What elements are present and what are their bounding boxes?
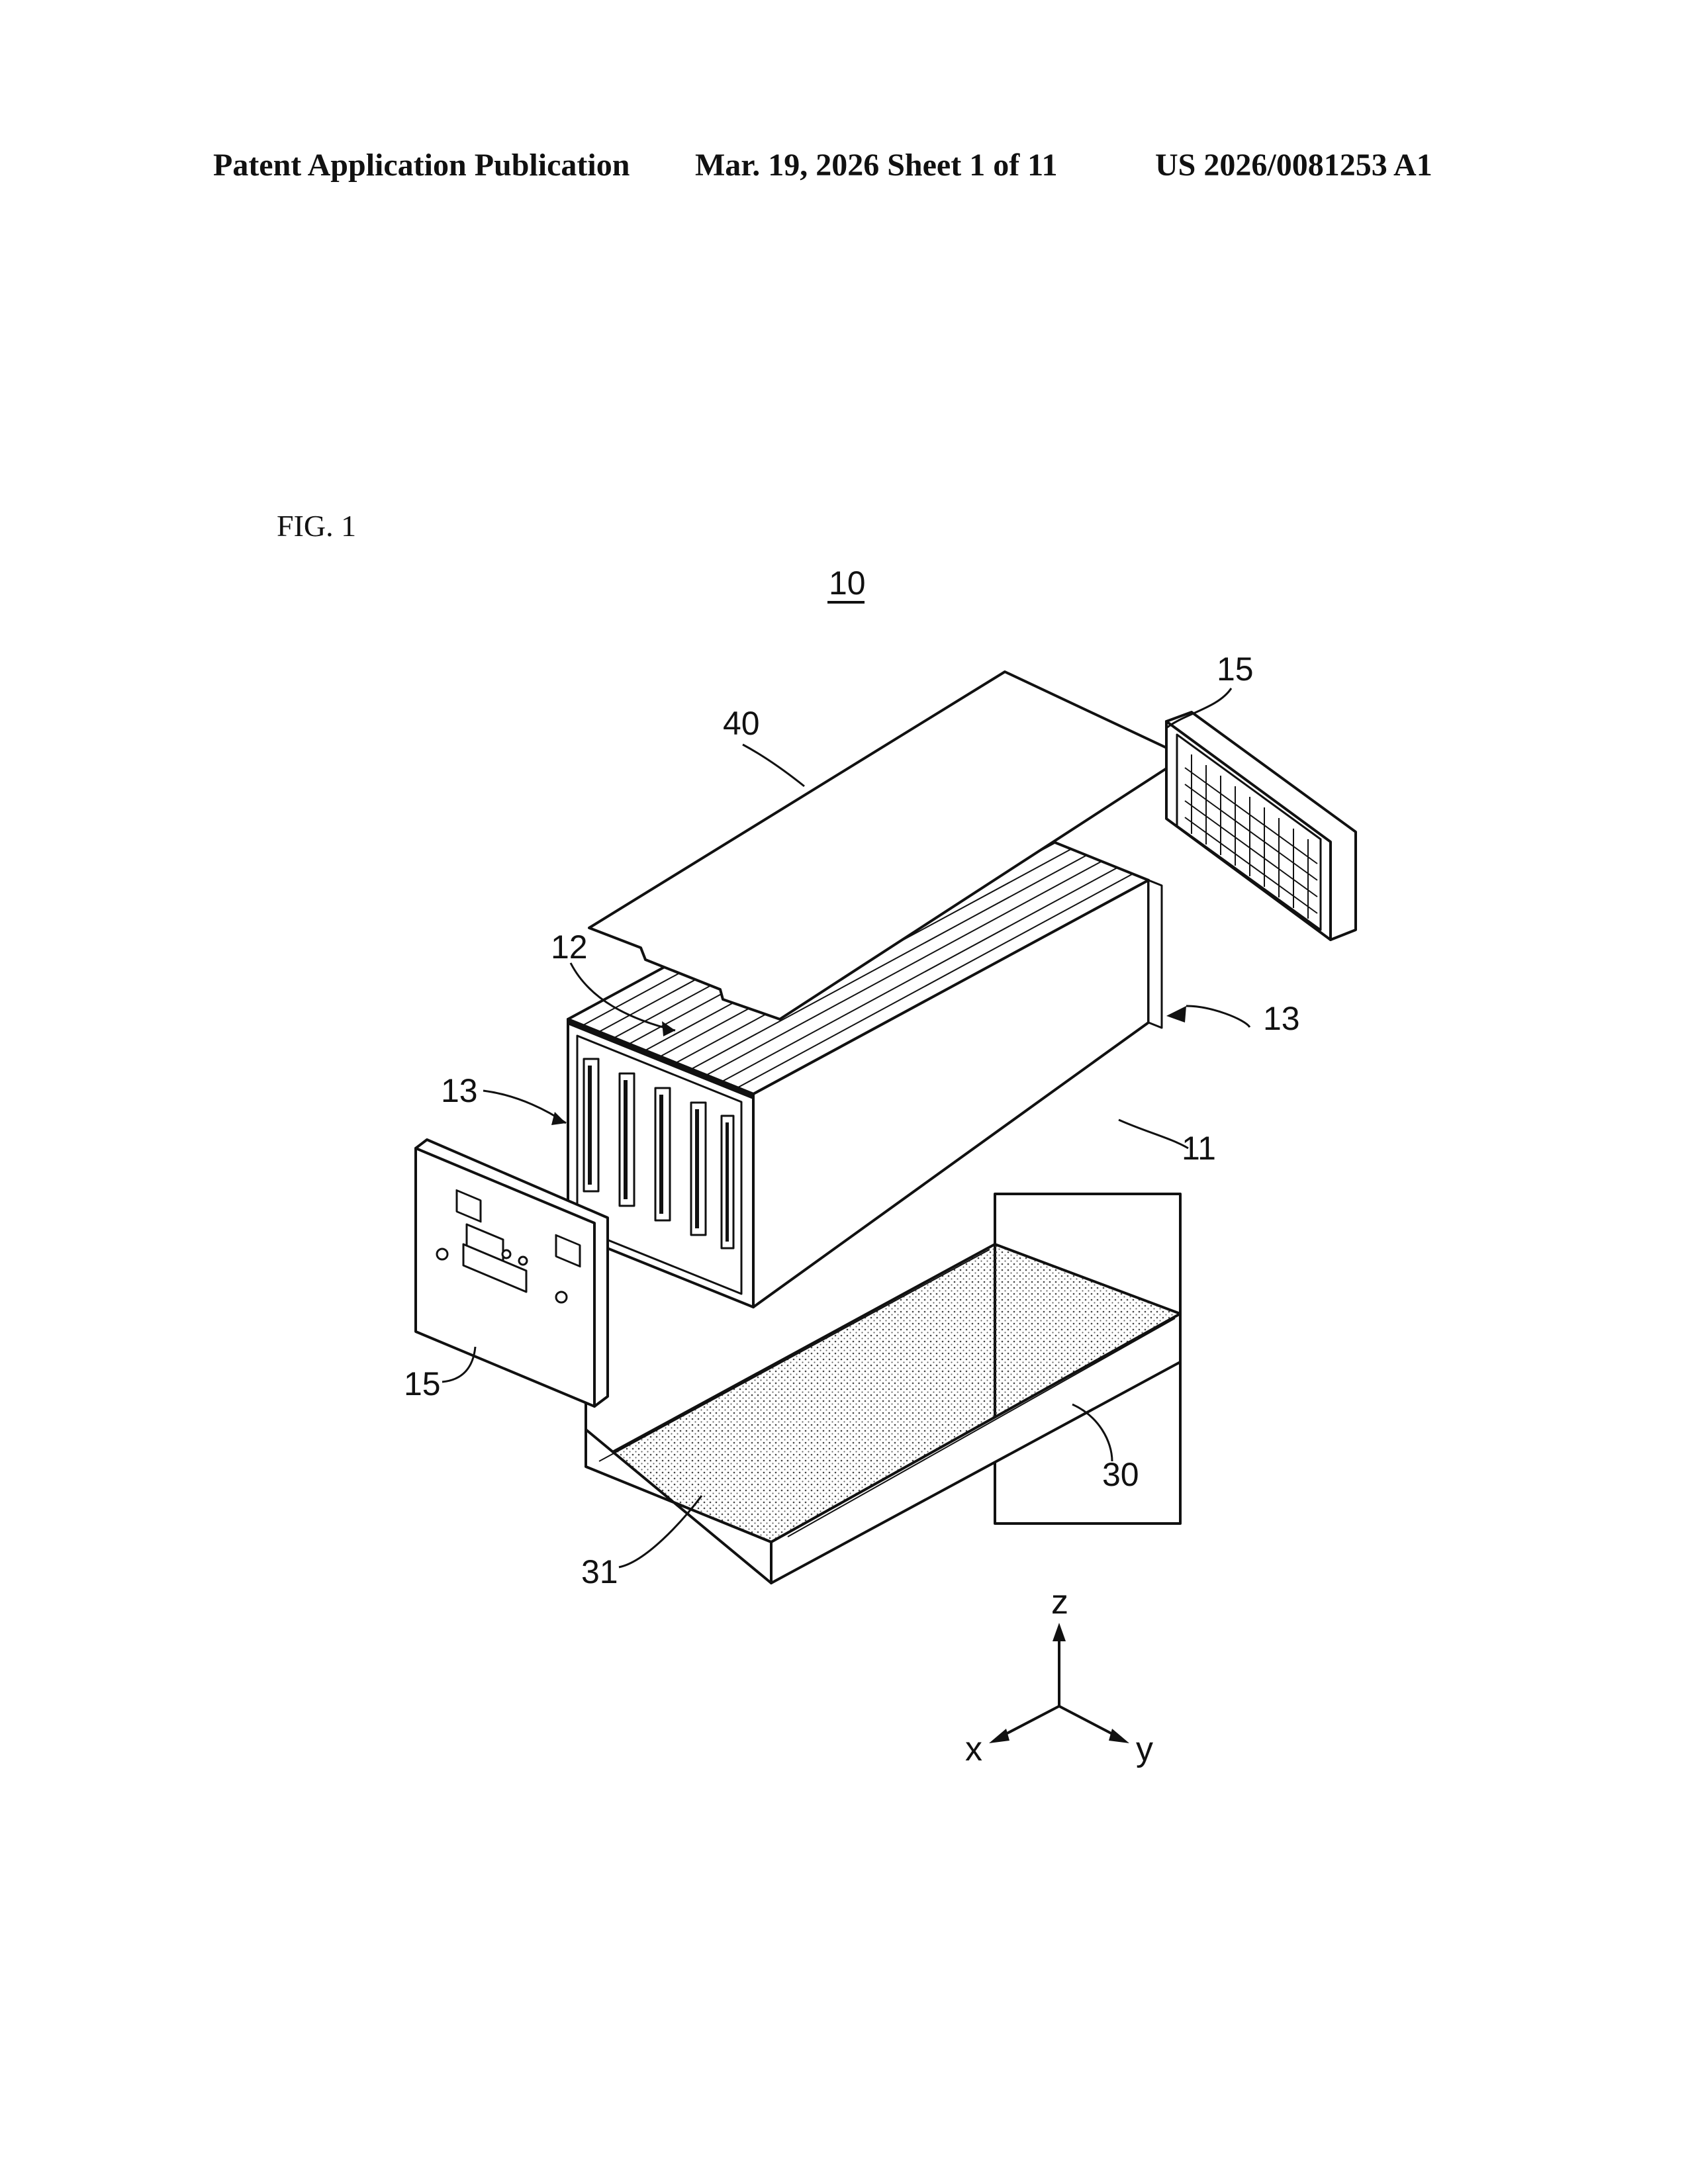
ref-cell-stack-top: 12	[551, 929, 588, 966]
ref-busbar-left: 13	[441, 1072, 478, 1109]
ref-top-cover: 40	[723, 705, 760, 742]
assembly-ref: 10	[829, 565, 866, 602]
ref-housing: 30	[1102, 1456, 1139, 1493]
axis-x-label: x	[965, 1730, 982, 1768]
axis-z-label: z	[1051, 1583, 1068, 1621]
ref-end-plate-right: 15	[1217, 651, 1254, 688]
end-plate-right	[1166, 712, 1356, 940]
ref-end-plate-left: 15	[404, 1365, 441, 1402]
coordinate-axes	[989, 1623, 1129, 1743]
ref-housing-floor: 31	[581, 1553, 618, 1590]
ref-busbar-right: 13	[1263, 1000, 1300, 1037]
axis-y-label: y	[1136, 1730, 1153, 1768]
ref-cell-stack: 11	[1182, 1130, 1216, 1167]
